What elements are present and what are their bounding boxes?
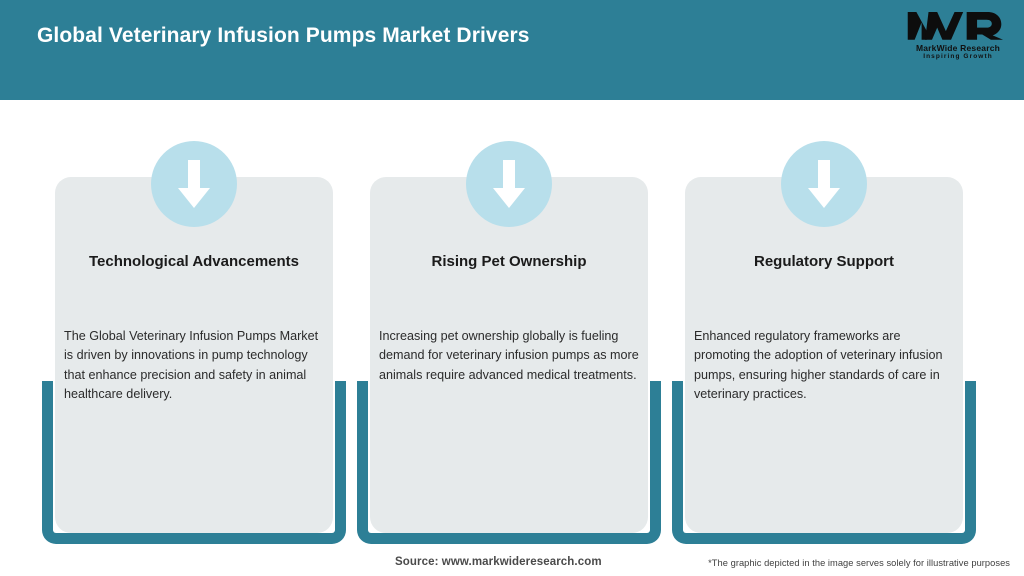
driver-card: Regulatory Support Enhanced regulatory f…	[672, 100, 976, 545]
card-panel	[370, 177, 648, 533]
card-title: Regulatory Support	[753, 253, 894, 270]
mwr-logo-icon	[907, 12, 1004, 40]
card-bracket-frame	[357, 381, 661, 544]
card-panel	[55, 177, 333, 533]
logo-company-name: MarkWide Research	[915, 43, 1001, 53]
card-body-text: The Global Veterinary Infusion Pumps Mar…	[64, 329, 319, 402]
card-panel	[685, 177, 963, 533]
page-header: Global Veterinary Infusion Pumps Market …	[0, 0, 1024, 100]
card-body-text: Enhanced regulatory frameworks are promo…	[694, 329, 943, 402]
drivers-card-row: Technological Advancements The Global Ve…	[0, 100, 1024, 545]
page-title: Global Veterinary Infusion Pumps Market …	[37, 24, 530, 47]
source-label: Source: www.markwideresearch.com	[395, 556, 602, 568]
down-arrow-icon	[781, 141, 867, 227]
down-arrow-icon	[466, 141, 552, 227]
disclaimer-label: *The graphic depicted in the image serve…	[708, 558, 1010, 568]
card-bracket-frame	[42, 381, 346, 544]
logo-tagline: Inspiring Growth	[923, 53, 993, 60]
driver-card: Rising Pet Ownership Increasing pet owne…	[357, 100, 661, 545]
down-arrow-icon	[151, 141, 237, 227]
markwide-research-logo: MarkWide Research Inspiring Growth	[906, 8, 1010, 64]
card-title: Technological Advancements	[88, 253, 300, 270]
card-bracket-frame	[672, 381, 976, 544]
driver-card: Technological Advancements The Global Ve…	[42, 100, 346, 545]
card-body-text: Increasing pet ownership globally is fue…	[379, 329, 639, 382]
card-title: Rising Pet Ownership	[431, 253, 587, 270]
